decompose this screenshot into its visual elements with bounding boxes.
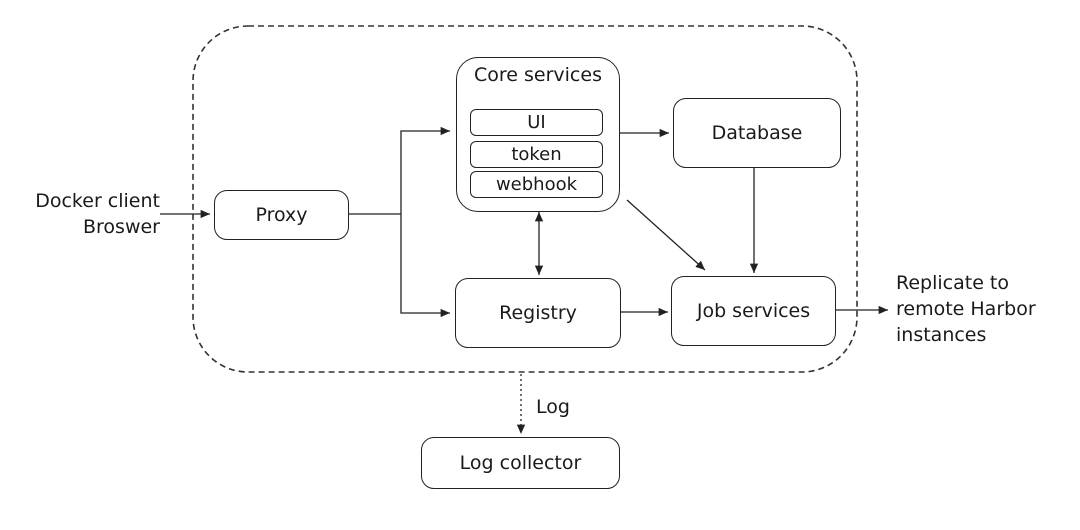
registry-box: Registry — [455, 278, 621, 348]
core-item-webhook: webhook — [470, 171, 603, 198]
arrow-proxy-to-core — [400, 126, 450, 214]
client-label: Docker client Broswer — [14, 188, 160, 240]
log-label: Log — [536, 396, 570, 418]
client-label-line1: Docker client — [35, 190, 160, 212]
arrow-proxy-to-registry — [400, 214, 450, 318]
log-collector-box: Log collector — [421, 437, 620, 489]
core-services-title: Core services — [474, 64, 602, 86]
core-services-box: Core services UI token webhook — [456, 57, 620, 212]
registry-label: Registry — [499, 302, 577, 324]
arrow-core-to-job-services — [626, 199, 706, 271]
log-collector-label: Log collector — [459, 452, 582, 474]
proxy-box: Proxy — [214, 190, 349, 240]
core-item-token-label: token — [511, 144, 562, 165]
replicate-label-line2: remote Harbor — [896, 298, 1036, 320]
replicate-label-line1: Replicate to — [896, 272, 1009, 294]
replicate-label-line3: instances — [896, 324, 987, 346]
core-item-webhook-label: webhook — [495, 174, 578, 195]
client-label-line2: Broswer — [83, 216, 160, 238]
job-services-box: Job services — [671, 276, 836, 346]
proxy-label: Proxy — [255, 204, 308, 226]
core-item-ui: UI — [470, 109, 603, 136]
core-item-token: token — [470, 141, 603, 168]
core-item-ui-label: UI — [527, 112, 546, 133]
replicate-label: Replicate to remote Harbor instances — [896, 270, 1076, 348]
harbor-boundary — [192, 25, 858, 373]
database-label: Database — [711, 122, 803, 144]
database-box: Database — [673, 98, 841, 168]
job-services-label: Job services — [696, 300, 811, 322]
